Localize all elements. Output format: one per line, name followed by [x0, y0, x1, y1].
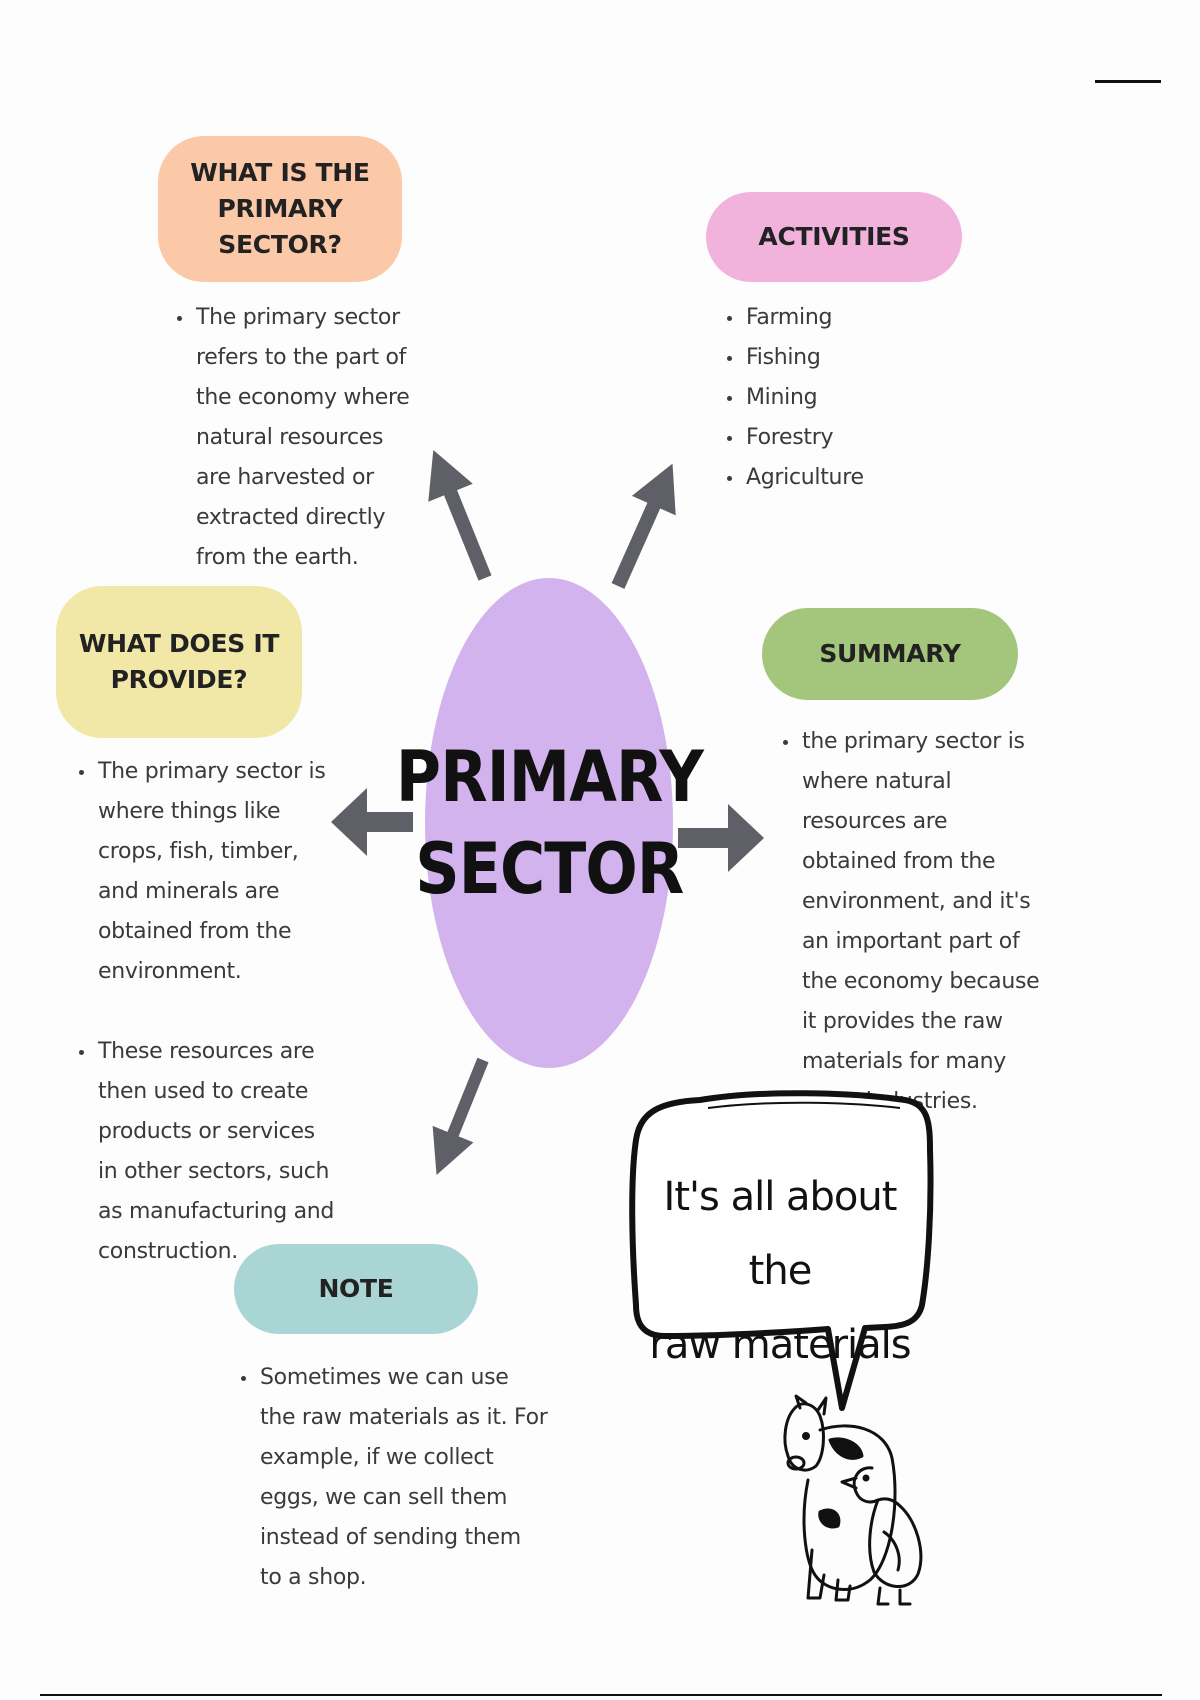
arrow-to-summary: [678, 804, 764, 872]
center-node: PRIMARY SECTOR: [396, 578, 703, 1068]
bottom-rule: [40, 1694, 1162, 1696]
top-rule: [1095, 80, 1161, 83]
speech-line1: It's all about the: [663, 1174, 898, 1294]
provide-title-line2: PROVIDE?: [110, 665, 248, 694]
speech-text: It's all about the raw materials: [640, 1160, 920, 1382]
center-title-line1: PRIMARY: [395, 736, 704, 818]
summary-title: SUMMARY: [819, 638, 961, 668]
what-is-title-line1: WHAT IS THE PRIMARY: [190, 157, 370, 223]
activities-list: Farming Fishing Mining Forestry Agricult…: [726, 298, 964, 498]
arrow-to-provide: [331, 788, 413, 856]
activities-item: Agriculture: [744, 458, 964, 498]
note-item: Sometimes we can use the raw materials a…: [258, 1358, 548, 1598]
activities-item: Farming: [744, 298, 964, 338]
speech-line2: raw materials: [649, 1322, 911, 1368]
activities-title-pill: ACTIVITIES: [706, 192, 962, 282]
summary-item: the primary sector is where natural reso…: [800, 722, 1040, 1122]
what-is-title-pill: WHAT IS THE PRIMARY SECTOR?: [158, 136, 402, 282]
provide-title-line1: WHAT DOES IT: [78, 628, 280, 658]
what-is-item: The primary sector refers to the part of…: [194, 298, 424, 578]
activities-item: Mining: [744, 378, 964, 418]
summary-title-pill: SUMMARY: [762, 608, 1018, 700]
activities-item: Fishing: [744, 338, 964, 378]
provide-title-pill: WHAT DOES IT PROVIDE?: [56, 586, 302, 738]
note-list: Sometimes we can use the raw materials a…: [240, 1358, 548, 1598]
arrow-to-activities: [611, 463, 676, 589]
note-title-pill: NOTE: [234, 1244, 478, 1334]
provide-list: The primary sector is where things like …: [78, 752, 336, 1272]
what-is-list: The primary sector refers to the part of…: [176, 298, 424, 578]
note-title: NOTE: [318, 1273, 394, 1303]
activities-title: ACTIVITIES: [758, 221, 910, 251]
center-title-line2: SECTOR: [414, 828, 684, 910]
provide-item: These resources are then used to create …: [96, 1032, 336, 1272]
provide-item: The primary sector is where things like …: [96, 752, 336, 992]
summary-list: the primary sector is where natural reso…: [782, 722, 1040, 1122]
activities-item: Forestry: [744, 418, 964, 458]
arrow-to-note: [432, 1057, 489, 1175]
what-is-title-line2: SECTOR?: [218, 230, 342, 260]
arrow-to-what-is: [428, 450, 492, 581]
